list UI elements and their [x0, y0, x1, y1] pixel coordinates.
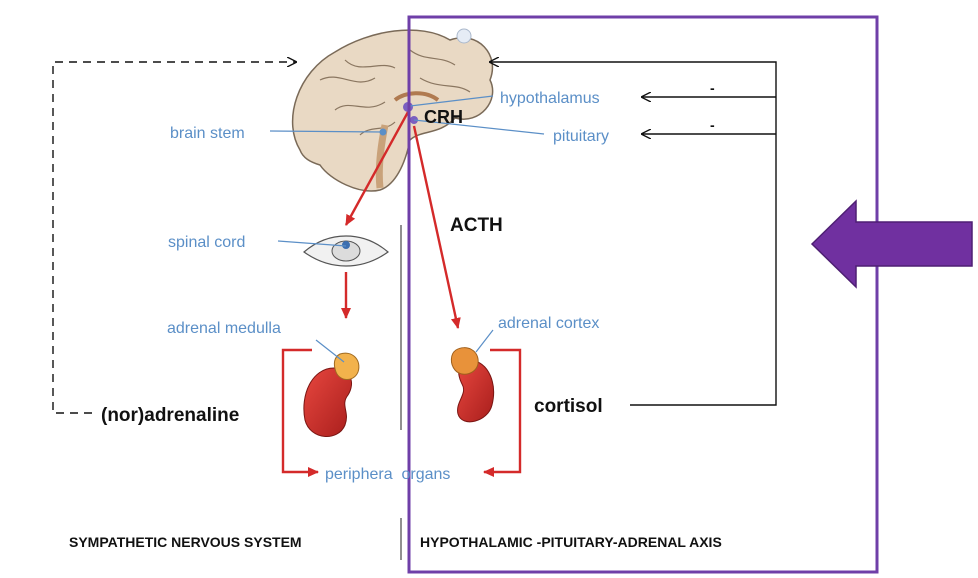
purple-pointer-arrow-icon: [810, 199, 973, 289]
adrenal-cortex-label: adrenal cortex: [498, 315, 599, 332]
hpa-highlight-box: [407, 15, 879, 574]
red-pathway-arrows: [281, 111, 522, 477]
acth-label: ACTH: [450, 215, 503, 236]
brain-illustration: [291, 29, 494, 192]
noradrenaline-label: (nor)adrenaline: [101, 405, 239, 426]
minus-sign-bottom: -: [710, 117, 715, 133]
peripheral-organs-label: periphera organs: [325, 466, 450, 483]
right-bracket-arrow: [483, 348, 522, 477]
footer-left-label: SYMPATHETIC NERVOUS SYSTEM: [69, 534, 302, 550]
footer-right-label: HYPOTHALAMIC -PITUITARY-ADRENAL AXIS: [420, 534, 722, 550]
crh-label: CRH: [424, 107, 463, 127]
hypothalamus-label: hypothalamus: [500, 90, 600, 107]
dashed-feedback-line: [52, 62, 296, 414]
minus-sign-top: -: [710, 80, 715, 96]
brain-to-spinal-arrow: [344, 111, 410, 226]
spinal-cord-label: spinal cord: [168, 234, 245, 251]
cortisol-label: cortisol: [534, 396, 603, 417]
cortisol-feedback-lines: [490, 62, 777, 406]
pituitary-label: pituitary: [553, 128, 609, 145]
brain-stem-label: brain stem: [170, 125, 245, 142]
decorative-circle-icon: [456, 28, 472, 44]
left-bracket-arrow: [281, 348, 319, 477]
left-kidney-illustration: [303, 352, 360, 437]
acth-arrow: [412, 125, 461, 329]
leader-lines: [269, 95, 545, 363]
spinal-cord-illustration: [303, 235, 389, 267]
right-kidney-illustration: [450, 347, 495, 423]
adrenal-medulla-label: adrenal medulla: [167, 320, 281, 337]
